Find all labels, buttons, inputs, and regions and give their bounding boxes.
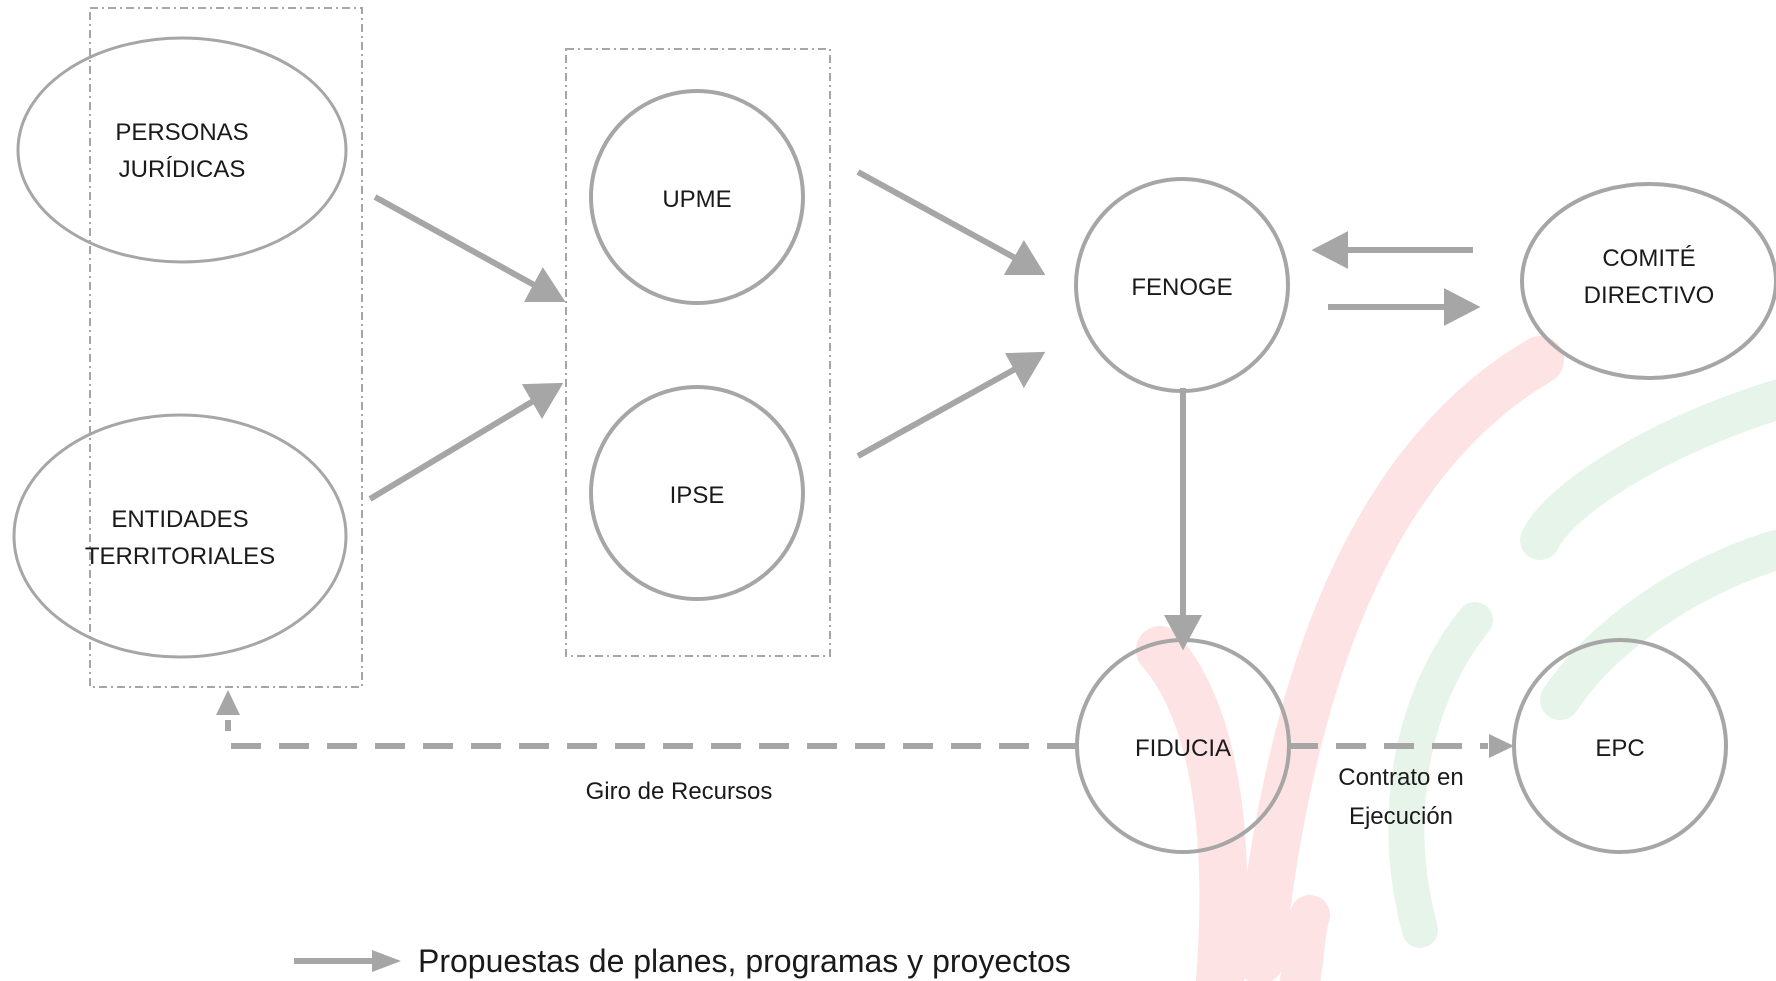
edge-label-contrato-1: Contrato en: [1338, 764, 1463, 791]
arrow-upme-to-fenoge: [856, 169, 1019, 262]
background-watermark: [1136, 336, 1776, 981]
arrow-entidades-to-agencies: [368, 397, 537, 502]
group-box-agencies: [565, 48, 831, 657]
node-ipse-label: IPSE: [670, 482, 725, 509]
node-fenoge-label: FENOGE: [1131, 274, 1232, 301]
node-entidades-label-1: ENTIDADES: [111, 506, 248, 533]
arrow-personas-to-agencies-head: [523, 267, 566, 302]
arrow-comite-to-fenoge-head: [1311, 231, 1348, 269]
edge-label-giro: Giro de Recursos: [586, 778, 773, 805]
arrow-fenoge-to-fiducia-head: [1163, 615, 1203, 651]
node-personas-label-2: JURÍDICAS: [119, 156, 246, 183]
node-comite-label-2: DIRECTIVO: [1584, 282, 1715, 309]
node-fiducia: FIDUCIA: [1075, 638, 1291, 854]
node-comite-label-1: COMITÉ: [1602, 245, 1695, 272]
dashed-arrows: [216, 690, 1514, 758]
arrow-personas-to-agencies: [373, 194, 538, 289]
arrow-fiducia-to-applicants-head: [216, 690, 240, 715]
node-personas-label-1: PERSONAS: [115, 119, 248, 146]
group-box-applicants: [89, 7, 363, 688]
arrow-upme-to-fenoge-head: [1003, 240, 1046, 275]
node-epc-label: EPC: [1595, 735, 1644, 762]
legend-solid-arrow-label: Propuestas de planes, programas y proyec…: [418, 943, 1071, 979]
node-ipse: IPSE: [589, 385, 805, 601]
arrow-ipse-to-fenoge: [856, 365, 1019, 459]
node-fiducia-label: FIDUCIA: [1135, 735, 1231, 762]
arrow-entidades-to-agencies-head: [521, 382, 564, 419]
node-fenoge: FENOGE: [1074, 177, 1290, 393]
node-upme-label: UPME: [662, 186, 731, 213]
node-entidades-label-2: TERRITORIALES: [85, 543, 275, 570]
arrow-fiducia-to-epc-head: [1489, 734, 1514, 758]
node-entidades-territoriales: ENTIDADES TERRITORIALES: [12, 413, 348, 659]
legend: Propuestas de planes, programas y proyec…: [294, 943, 1071, 979]
arrow-fenoge-to-comite-head: [1444, 288, 1481, 326]
legend-solid-arrow-head: [372, 950, 401, 972]
node-personas-juridicas: PERSONAS JURÍDICAS: [16, 36, 348, 264]
arrow-ipse-to-fenoge-head: [1005, 351, 1046, 389]
node-comite-directivo: COMITÉ DIRECTIVO: [1520, 182, 1776, 380]
node-upme: UPME: [589, 89, 805, 305]
arrow-fiducia-to-applicants: [225, 720, 1077, 749]
edge-label-contrato-2: Ejecución: [1349, 803, 1453, 830]
solid-arrows: [368, 169, 1481, 651]
node-epc: EPC: [1512, 638, 1728, 854]
